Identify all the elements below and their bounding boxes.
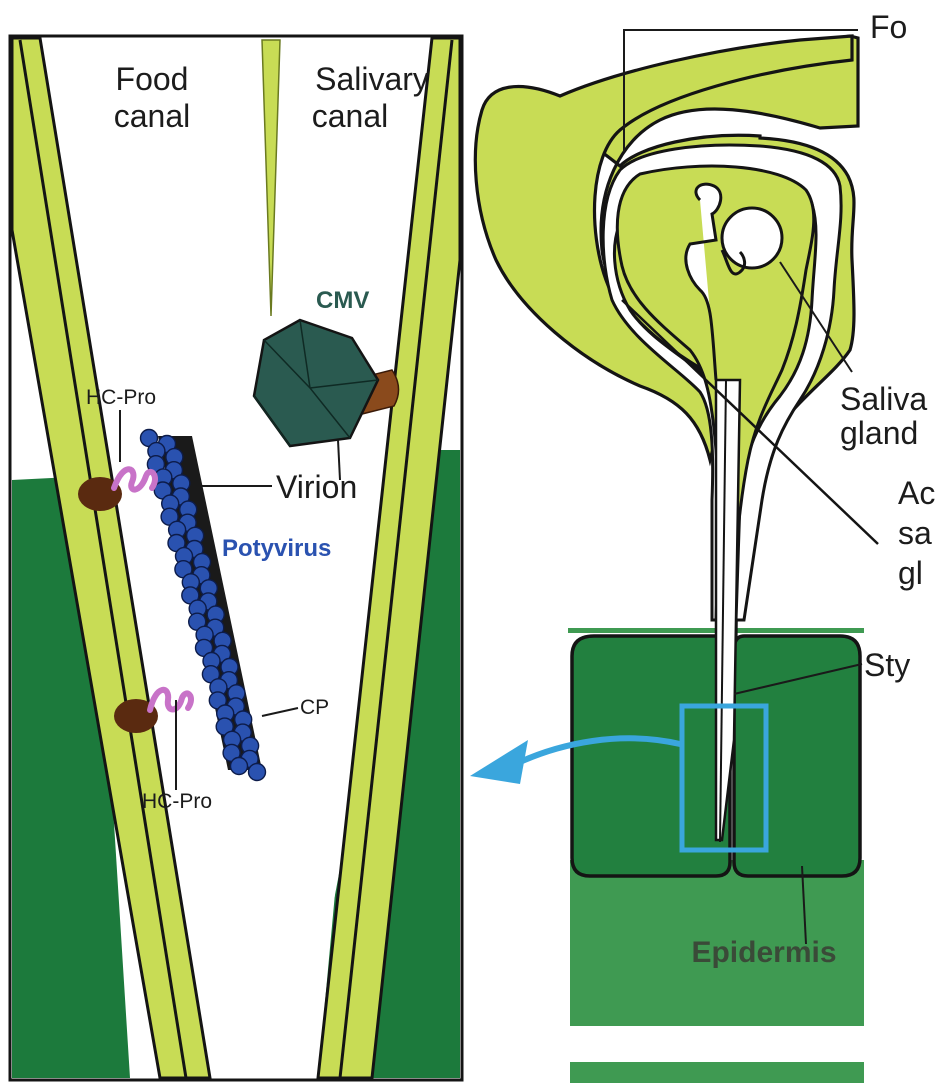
capsid-protein-bead	[231, 758, 248, 775]
salivary-gland-label-2: gland	[840, 415, 918, 451]
salivary-canal-label: Salivary	[315, 61, 429, 97]
accessory-gland-label: Ac	[898, 475, 935, 511]
epidermal-cell-left	[572, 636, 730, 876]
salivary-gland-label: Saliva	[840, 381, 927, 417]
accessory-gland-label-2: sa	[898, 515, 932, 551]
epidermis-label: Epidermis	[691, 936, 836, 969]
food-canal-label: Food	[116, 61, 189, 97]
food-canal-label-2: canal	[114, 98, 191, 134]
salivary-gland-circle	[722, 208, 782, 268]
food-canal-top-label: Fo	[870, 9, 907, 45]
salivary-canal-label-2: canal	[312, 98, 389, 134]
potyvirus-label: Potyvirus	[222, 535, 331, 562]
cmv-label: CMV	[316, 287, 369, 314]
hc-pro-top-label: HC-Pro	[86, 386, 156, 409]
zoomed-stylet-panel: Food canal Salivary canal CMV HC-Pro	[10, 36, 462, 1080]
bottom-tissue-strip	[570, 1062, 864, 1083]
capsid-protein-bead	[249, 764, 266, 781]
epidermal-cell-right	[734, 636, 860, 876]
aphid-head-panel: Fo Saliva gland Ac sa gl Sty Epidermis	[470, 9, 935, 1083]
zoom-arrow-head	[470, 740, 528, 784]
virion-label: Virion	[276, 469, 357, 505]
stylet-label: Sty	[864, 647, 910, 683]
cp-label: CP	[300, 696, 329, 719]
hc-pro-bottom-label: HC-Pro	[142, 790, 212, 813]
accessory-gland-label-3: gl	[898, 555, 923, 591]
